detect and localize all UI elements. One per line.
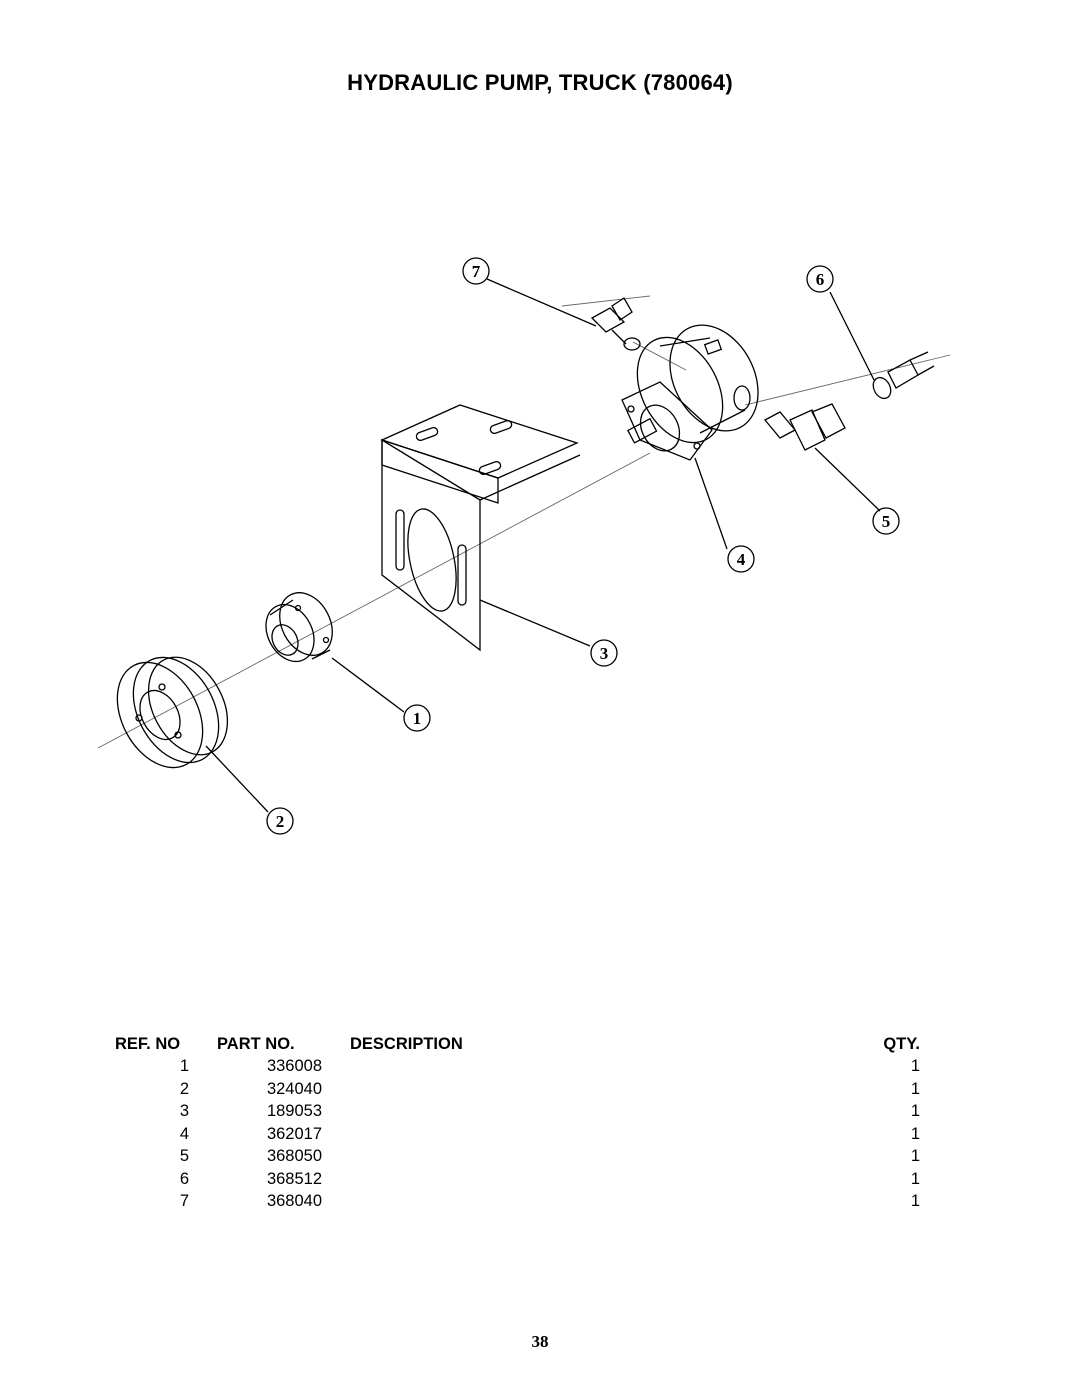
part-no-cell: 324040 xyxy=(266,1079,322,1098)
table-row: 4362017HYDRAULIC PUMP (D17AA2A).........… xyxy=(100,1125,920,1148)
header-qty: QTY. xyxy=(883,1035,920,1053)
table-row: 3189053HYDRAULIC PUMP BRACKET...........… xyxy=(100,1102,920,1125)
ref-no-cell: 1 xyxy=(179,1057,189,1075)
ref-no-cell: 2 xyxy=(179,1079,189,1098)
table-row: 1336008BUSHING, SH1/2” QD...............… xyxy=(100,1057,920,1080)
fitting-6-drawing xyxy=(872,351,935,400)
fitting-5-drawing xyxy=(763,403,846,451)
callout-5: 5 xyxy=(882,512,891,531)
page-title: HYDRAULIC PUMP, TRUCK (780064) xyxy=(347,70,733,95)
qty-cell: 1 xyxy=(910,1079,920,1098)
bushing-drawing xyxy=(265,592,333,663)
ref-no-cell: 6 xyxy=(179,1169,189,1188)
callout-4: 4 xyxy=(737,550,746,569)
part-no-cell: 189053 xyxy=(266,1102,322,1120)
parts-table-header: REF. NO PART NO. DESCRIPTION QTY. xyxy=(100,1035,920,1057)
header-ref-no: REF. NO xyxy=(115,1035,181,1053)
qty-cell: 1 xyxy=(910,1192,920,1210)
fitting-7-drawing xyxy=(590,297,641,351)
ref-no-cell: 4 xyxy=(179,1124,189,1143)
exploded-parts-diagram: 7 6 5 4 3 1 2 xyxy=(97,257,951,835)
page-number: 38 xyxy=(531,1332,549,1351)
callout-7: 7 xyxy=(472,262,481,281)
callout-1: 1 xyxy=(413,709,422,728)
part-no-cell: 368050 xyxy=(266,1147,322,1165)
qty-cell: 1 xyxy=(910,1057,920,1075)
qty-cell: 1 xyxy=(910,1147,920,1165)
ref-no-cell: 5 xyxy=(179,1147,189,1165)
callout-2: 2 xyxy=(276,812,285,831)
callout-6: 6 xyxy=(816,270,825,289)
table-row: 2324040SHEAVE, 1B 4.0” V-BELT...........… xyxy=(100,1080,920,1103)
qty-cell: 1 xyxy=(910,1124,920,1143)
table-row: 6368512FITTING, 3/4” MP x 3/4” PUSH LOCK… xyxy=(100,1170,920,1193)
ref-no-cell: 7 xyxy=(179,1192,189,1210)
callout-3: 3 xyxy=(600,644,609,663)
bracket-drawing xyxy=(380,404,581,652)
part-no-cell: 368512 xyxy=(266,1169,322,1188)
table-row: 7368040FITTING, 3/4” MOR x 3/8” FPSW 90°… xyxy=(100,1192,920,1215)
ref-no-cell: 3 xyxy=(179,1102,189,1120)
header-part-no: PART NO. xyxy=(217,1035,295,1053)
table-row: 5368050FITTING, 7/8” MOR x 3/4” FPSW 90°… xyxy=(100,1147,920,1170)
pump-drawing xyxy=(621,324,759,461)
header-description: DESCRIPTION xyxy=(350,1035,463,1053)
part-no-cell: 368040 xyxy=(266,1192,322,1210)
parts-table: REF. NO PART NO. DESCRIPTION QTY. 1 33600… xyxy=(100,1035,920,1215)
part-no-cell: 336008 xyxy=(266,1057,322,1075)
part-no-cell: 362017 xyxy=(266,1124,322,1143)
parts-table-body: 1336008BUSHING, SH1/2” QD...............… xyxy=(100,1057,920,1215)
sheave-drawing xyxy=(116,656,229,769)
qty-cell: 1 xyxy=(910,1102,920,1120)
qty-cell: 1 xyxy=(910,1169,920,1188)
